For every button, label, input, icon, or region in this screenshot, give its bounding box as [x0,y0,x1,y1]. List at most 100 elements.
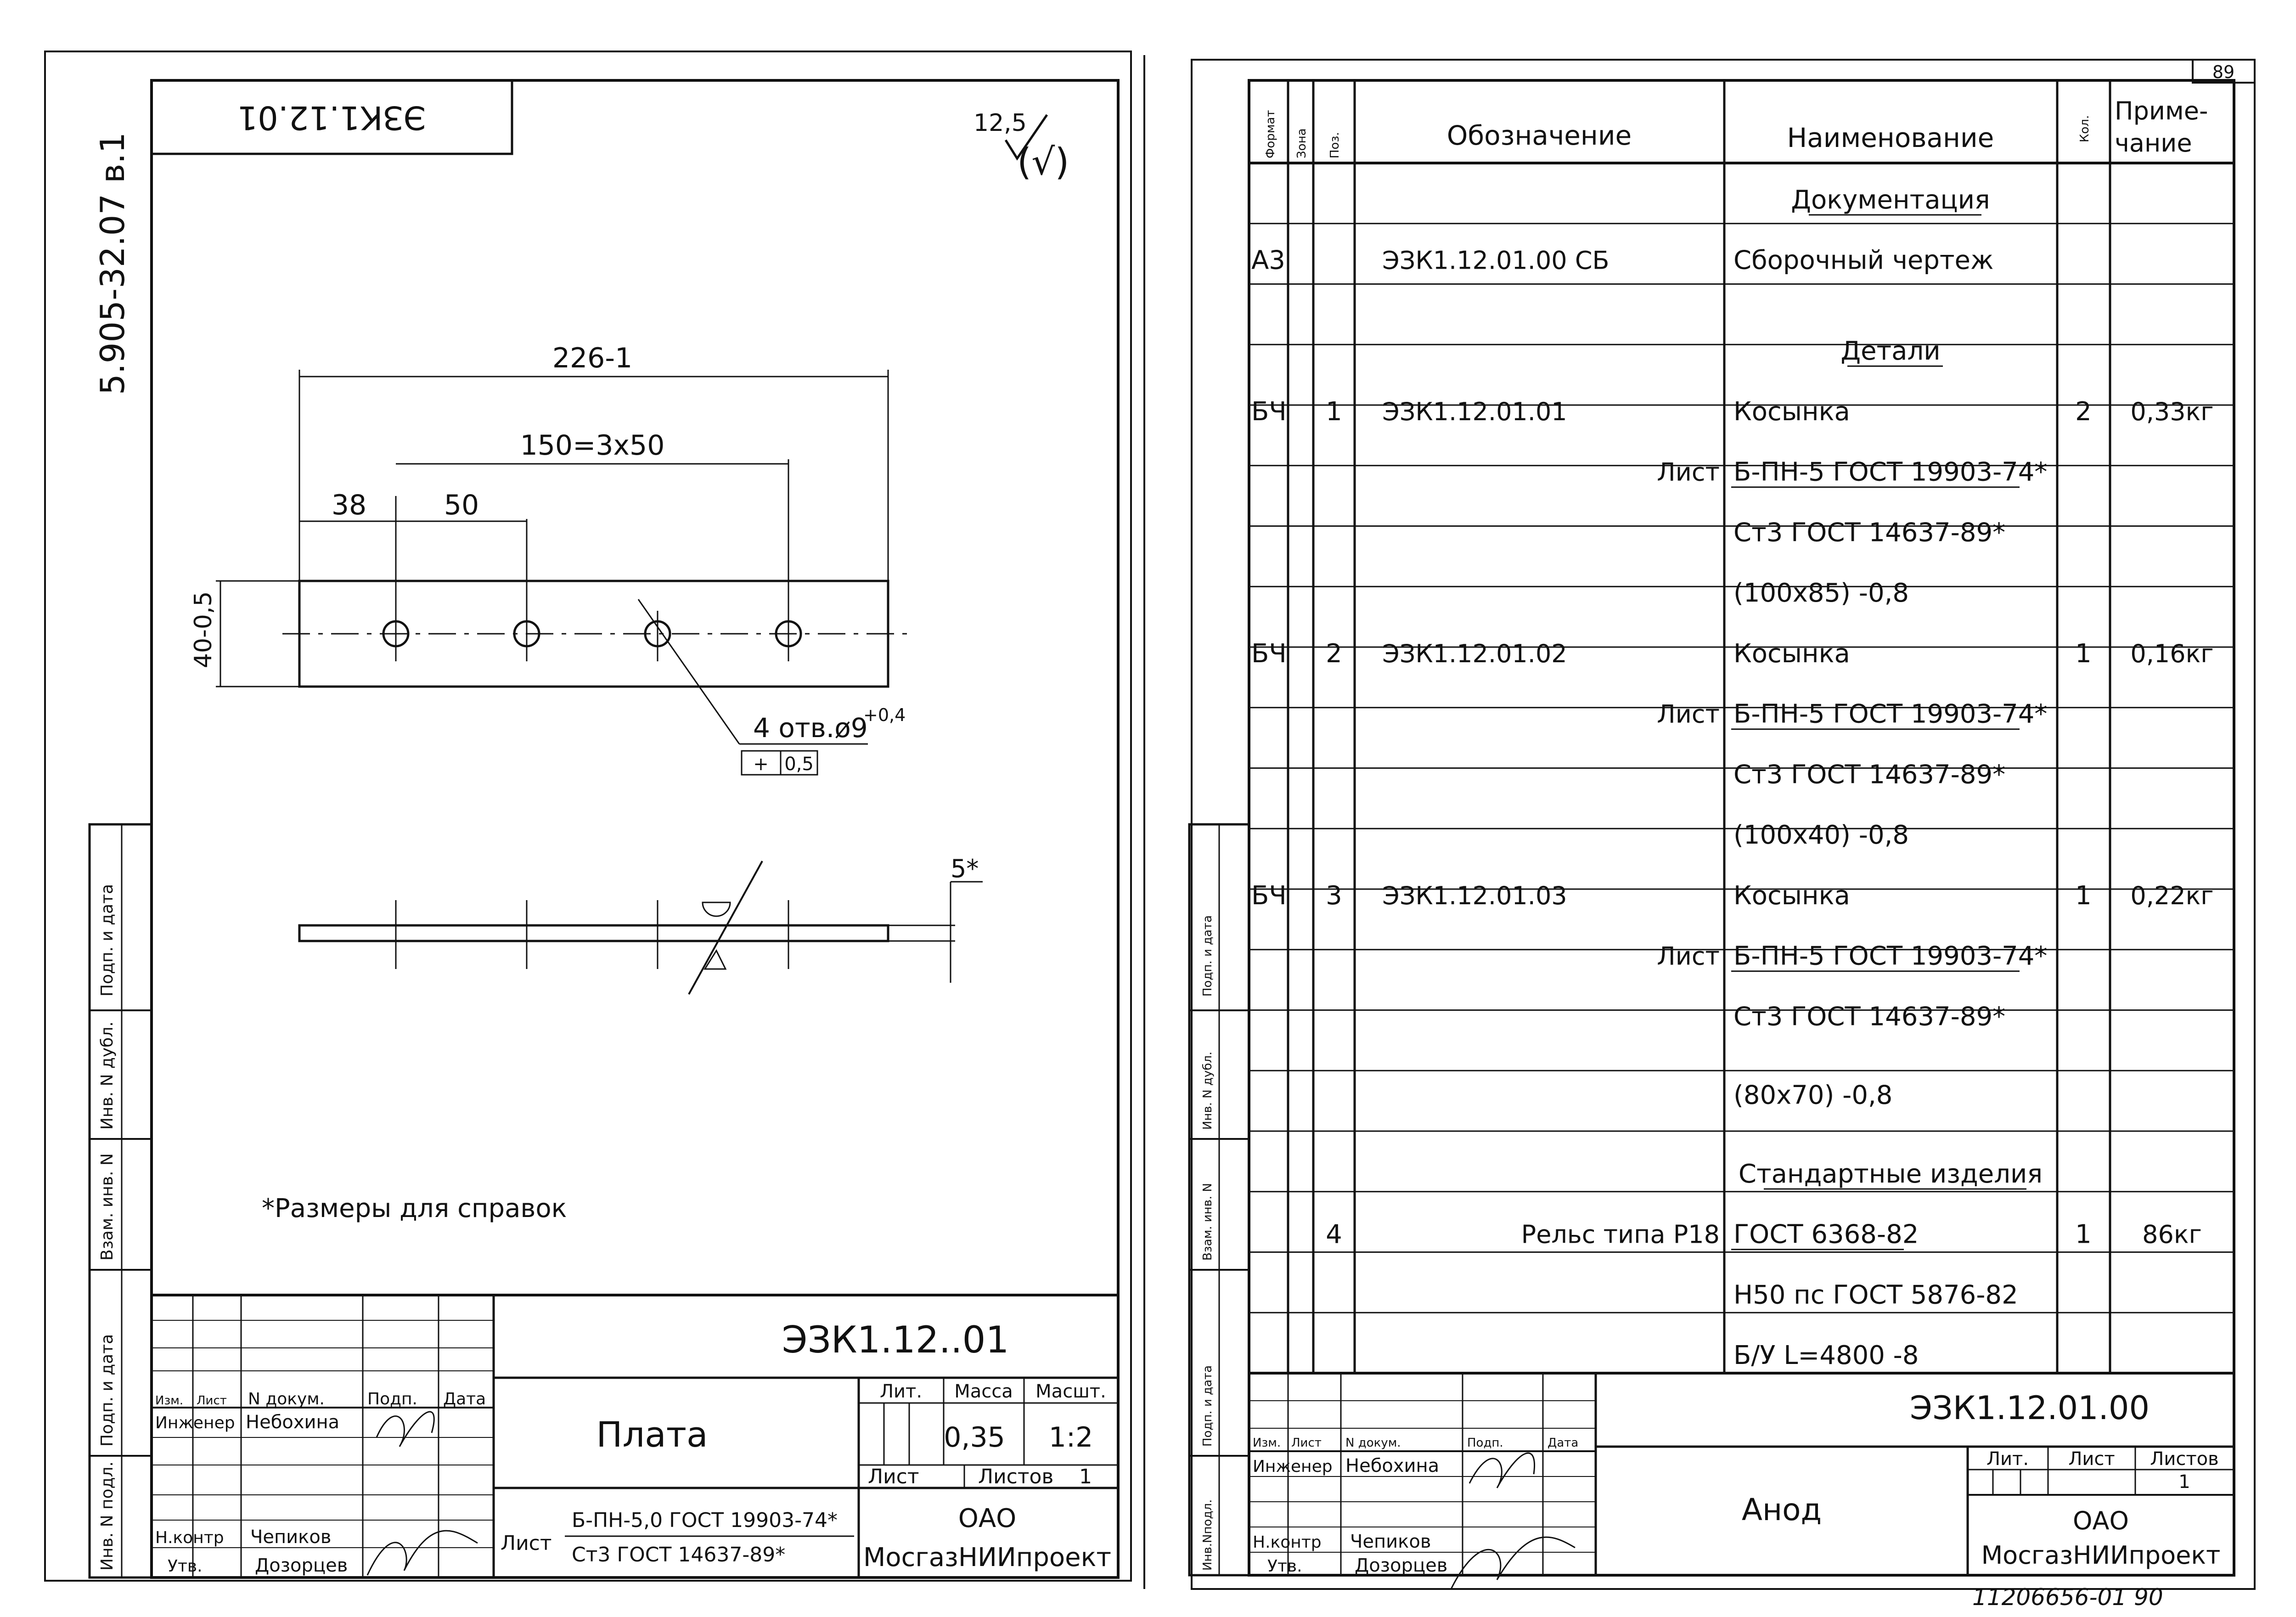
row-name: Б-ПН-5 ГОСТ 19903-74* [1733,699,2047,729]
spec-row: Ст3 ГОСТ 14637-89* [1733,1002,2005,1031]
side-vzam-inv: Взам. инв. N [1201,1183,1215,1261]
dim-pitch: 150=3х50 [520,429,665,462]
side-sign-date-2: Подп. и дата [1201,1365,1215,1447]
header-designation: Обозначение [1447,120,1632,151]
signature-2 [1450,1536,1576,1589]
header-note-1: Приме- [2115,96,2208,125]
row-name: (80х70) -0,8 [1733,1081,1892,1110]
page-number-box [2192,59,2256,84]
approve-name: Дозорцев [255,1555,348,1576]
col-list: Лист [197,1394,227,1408]
header-format: Формат [1264,110,1277,159]
row-designation: Лист [1657,458,1720,487]
sheets-value: 1 [1079,1465,1092,1488]
col-podp: Подп. [1467,1436,1503,1450]
header-name: Наименование [1787,122,1994,153]
sheets-label: Листов [978,1465,1053,1488]
control-name: Чепиков [1350,1531,1431,1552]
dim-spacing: 50 [444,489,479,521]
spec-row: Стандартные изделия [1739,1159,2043,1190]
row-designation: ЭЗК1.12.01.00 СБ [1382,246,1609,275]
row-designation: Рельс типа Р18 [1521,1220,1720,1249]
col-ndok: N докум. [248,1390,325,1409]
plate-top-view [282,370,909,688]
approve-role: Утв. [168,1557,203,1576]
sheet-label: Лист [868,1465,919,1488]
row-name: Ст3 ГОСТ 14637-89* [1733,518,2005,547]
lit-label: Лит. [880,1381,922,1402]
roughness-mark: 12,5 (√) [974,109,1069,183]
spec-headers: Формат Зона Поз. Обозначение Наименовани… [1264,96,2208,158]
engineer-name: Небохина [1345,1455,1439,1476]
control-name: Чепиков [250,1527,331,1548]
row-note: 0,22кг [2130,881,2213,910]
spec-row: Документация [1791,185,1990,216]
material-label: Лист [501,1532,552,1555]
row-format: БЧ [1251,881,1287,911]
control-role: Н.контр [155,1528,224,1547]
row-name: Ст3 ГОСТ 14637-89* [1733,760,2005,789]
mass-value: 0,35 [944,1421,1005,1454]
title-designation: ЭЗК1.12.01.00 [1910,1389,2150,1427]
side-sign-date-2: Подп. и дата [98,1334,117,1447]
position-symbol: + [753,754,769,775]
right-sheet: 89 Формат Зона Поз. Обозначение Наименов… [1188,59,2256,1611]
spec-row: Лист Б-ПН-5 ГОСТ 19903-74* [1657,457,2047,488]
spec-row: Лист Б-ПН-5 ГОСТ 19903-74* [1657,699,2047,730]
signature-1 [1469,1452,1535,1488]
row-designation: ЭЗК1.12.01.03 [1382,881,1567,910]
col-podp: Подп. [367,1390,417,1409]
row-designation: ЭЗК1.12.01.02 [1382,639,1567,668]
reference-note: *Размеры для справок [262,1194,567,1223]
row-name: Косынка [1733,639,1850,669]
plate-side-view: 5* [298,854,983,995]
top-stamp-box [150,79,513,155]
spec-row: Н50 пс ГОСТ 5876-82 [1733,1280,2018,1310]
side-inv-dup: Инв. N дубл. [1201,1052,1215,1130]
spec-row: Детали [1840,336,1943,367]
dim-height: 40-0,5 [190,591,217,668]
side-inv-dup: Инв. N дубл. [98,1021,117,1130]
row-pos: 3 [1326,881,1342,911]
dim-thickness: 5* [951,854,979,883]
col-izm: Изм. [155,1394,183,1408]
mass-label: Масса [954,1381,1013,1402]
row-name: Б-ПН-5 ГОСТ 19903-74* [1733,457,2047,487]
dim-first-offset: 38 [332,489,366,521]
spec-row: (100х85) -0,8 [1733,578,1909,608]
roughness-value: 12,5 [974,109,1027,137]
col-list: Лист [1291,1436,1322,1450]
title-designation: ЭЗК1.12..01 [782,1318,1009,1361]
row-pos: 2 [1326,639,1342,669]
row-note: 0,16кг [2130,639,2213,668]
side-sign-date-1: Подп. и дата [98,884,117,997]
handwritten-footer: 11206656-01 90 [1972,1584,2163,1611]
org-line-1: ОАО [2073,1506,2129,1535]
row-format: А3 [1251,246,1285,276]
col-data: Дата [443,1390,486,1409]
engineer-name: Небохина [246,1412,339,1433]
dim-overall: 226-1 [552,342,632,374]
row-format: БЧ [1251,639,1287,669]
spec-row: Ст3 ГОСТ 14637-89* [1733,518,2005,547]
row-note: 86кг [2142,1220,2202,1249]
signature-1 [376,1411,435,1447]
col-ndok: N докум. [1345,1436,1401,1450]
approve-role: Утв. [1267,1557,1302,1576]
side-inv-orig: Инв.Nподл. [1201,1499,1215,1571]
right-title-block: Изм. Лист N докум. Подп. Дата Инженер Не… [1248,1372,2235,1589]
scale-label: Масшт. [1035,1381,1106,1402]
row-pos: 4 [1326,1220,1342,1250]
header-pos: Поз. [1328,132,1342,158]
engineer-role: Инженер [155,1414,235,1432]
sheets-value: 1 [2178,1471,2190,1493]
spec-row: (100х40) -0,8 [1733,820,1909,850]
row-designation: Лист [1657,700,1720,729]
